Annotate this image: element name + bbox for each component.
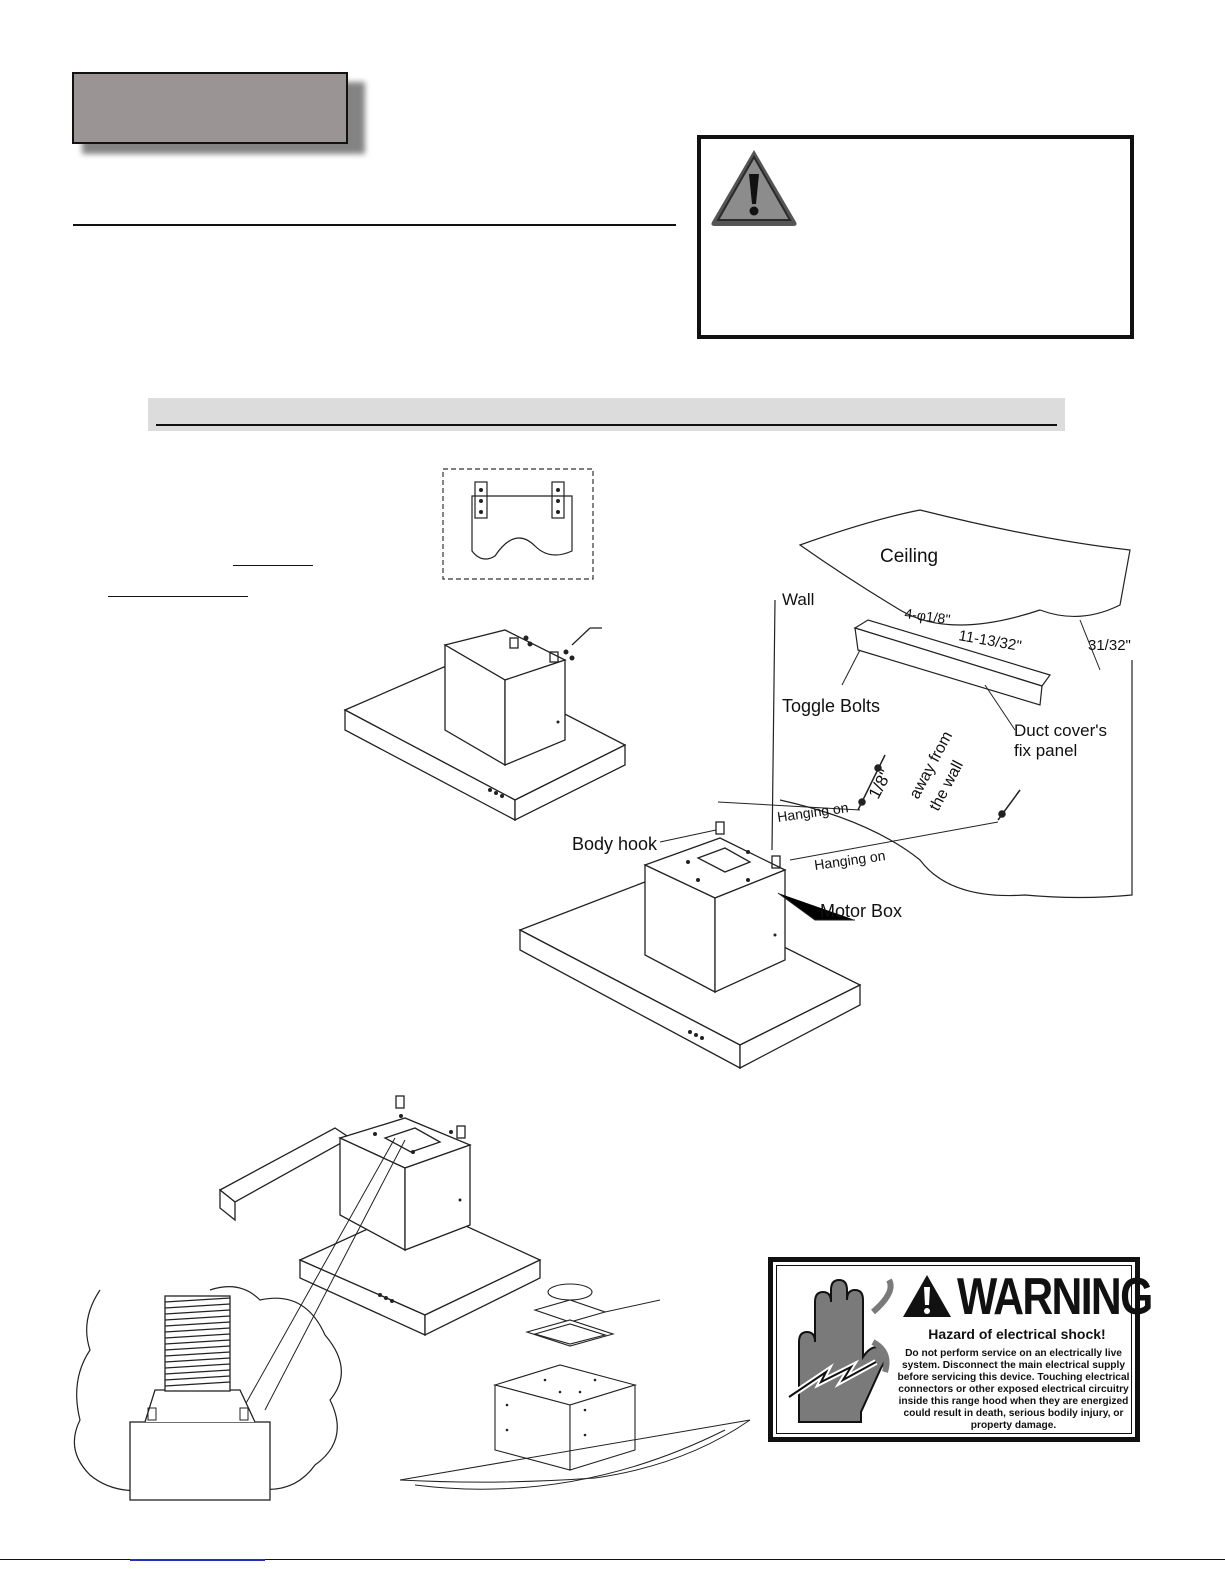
offset-dimension: 1/8" [865, 767, 896, 802]
depth-dimension: 31/32" [1088, 637, 1131, 654]
warning-subtitle: Hazard of electrical shock! [928, 1326, 1106, 1342]
ceiling-label: Ceiling [880, 546, 938, 567]
curved-hood-exploded-view [399, 1283, 751, 1490]
section-tab [72, 72, 348, 144]
warning-body-text: Do not perform service on an electricall… [897, 1348, 1130, 1431]
link-underline[interactable] [108, 596, 248, 597]
toggle-bolts-label: Toggle Bolts [782, 696, 880, 716]
caution-triangle-icon [711, 150, 797, 226]
section-banner [148, 398, 1065, 431]
duct-cover-label-1: Duct cover's [1014, 721, 1107, 740]
wall-mount-diagram: Ceiling Wall 4-φ1/8" 11-13/32" 31/32" To… [518, 509, 1133, 1070]
hanging-on-left-label: Hanging on [776, 799, 849, 825]
warning-title: WARNING [957, 1268, 1153, 1326]
shock-hand-icon [781, 1272, 899, 1432]
heading-rule [73, 224, 676, 226]
duct-cover-label-2: fix panel [1014, 741, 1077, 760]
motor-box-label: Motor Box [820, 901, 902, 921]
body-hook-label: Body hook [572, 834, 658, 854]
bracket-detail-inset [442, 468, 594, 580]
banner-rule [156, 424, 1057, 426]
holes-label: 4-φ1/8" [904, 605, 952, 627]
duct-zoom-detail [73, 1286, 342, 1501]
footer-link[interactable] [130, 1559, 265, 1561]
warning-label-inner-border [776, 1265, 1132, 1434]
warning-title-group: WARNING [901, 1267, 1153, 1326]
hanging-on-right-label: Hanging on [813, 847, 886, 873]
warning-triangle-icon [903, 1275, 951, 1317]
hood-diagram-top [343, 627, 627, 822]
wall-label: Wall [782, 590, 814, 609]
electrical-shock-warning-label: WARNING Hazard of electrical shock! Do n… [768, 1257, 1153, 1442]
footer-rule [0, 1559, 1225, 1560]
hood-diagram-duct [218, 1095, 542, 1411]
caution-box [697, 135, 1134, 339]
link-underline[interactable] [233, 565, 313, 566]
